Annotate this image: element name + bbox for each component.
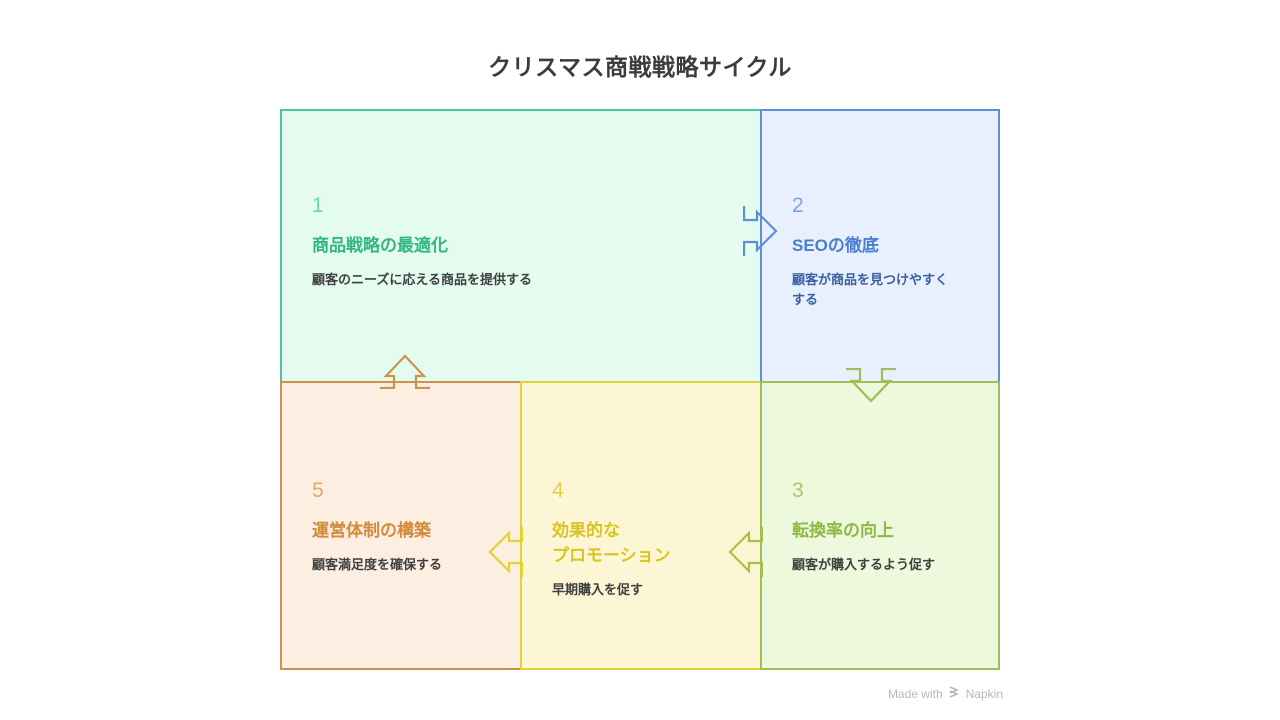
cycle-step-2[interactable]: 2 SEOの徹底 顧客が商品を見つけやすくする [760, 109, 1000, 381]
cycle-diagram: 1 商品戦略の最適化 顧客のニーズに応える商品を提供する 2 SEOの徹底 顧客… [280, 109, 1000, 670]
cycle-step-4-description: 早期購入を促す [552, 582, 644, 597]
cycle-step-2-title: SEOの徹底 [792, 236, 879, 255]
arrow-step3-to-step4-icon [727, 526, 763, 578]
arrow-step2-to-step3-icon [845, 368, 897, 408]
cycle-step-5[interactable]: 5 運営体制の構築 顧客満足度を確保する [280, 381, 520, 670]
napkin-watermark: Made with Napkin [888, 685, 1003, 702]
arrow-step4-to-step5-icon [487, 526, 523, 578]
cycle-step-4-content: 4 効果的な プロモーション 早期購入を促す [552, 478, 742, 600]
cycle-step-5-number: 5 [312, 479, 324, 502]
cycle-step-3[interactable]: 3 転換率の向上 顧客が購入するよう促す [760, 381, 1000, 670]
cycle-step-5-title: 運営体制の構築 [312, 521, 431, 540]
cycle-step-1-title: 商品戦略の最適化 [312, 236, 448, 255]
cycle-step-2-content: 2 SEOの徹底 顧客が商品を見つけやすくする [792, 193, 980, 310]
cycle-step-3-title: 転換率の向上 [792, 521, 894, 540]
cycle-step-3-number: 3 [792, 479, 804, 502]
cycle-step-5-content: 5 運営体制の構築 顧客満足度を確保する [312, 478, 502, 575]
cycle-step-4[interactable]: 4 効果的な プロモーション 早期購入を促す [520, 381, 760, 670]
cycle-step-2-description: 顧客が商品を見つけやすくする [792, 272, 949, 307]
arrow-step1-to-step2-icon [743, 205, 779, 257]
watermark-prefix: Made with [887, 686, 943, 701]
cycle-step-2-number: 2 [792, 194, 804, 217]
cycle-step-4-title: 効果的な プロモーション [552, 521, 671, 565]
cycle-step-5-description: 顧客満足度を確保する [312, 557, 443, 572]
cycle-step-3-description: 顧客が購入するよう促す [792, 557, 936, 572]
cycle-step-1-number: 1 [312, 194, 324, 217]
watermark-brand: Napkin [965, 686, 1003, 701]
cycle-step-1-content: 1 商品戦略の最適化 顧客のニーズに応える商品を提供する [312, 193, 742, 290]
napkin-logo-icon [948, 685, 961, 702]
page-title: クリスマス商戦戦略サイクル [488, 54, 792, 80]
cycle-step-4-number: 4 [552, 479, 564, 502]
cycle-step-1-description: 顧客のニーズに応える商品を提供する [312, 272, 532, 287]
cycle-step-3-content: 3 転換率の向上 顧客が購入するよう促す [792, 478, 980, 575]
cycle-step-1[interactable]: 1 商品戦略の最適化 顧客のニーズに応える商品を提供する [280, 109, 760, 381]
arrow-step5-to-step1-icon [379, 349, 431, 389]
